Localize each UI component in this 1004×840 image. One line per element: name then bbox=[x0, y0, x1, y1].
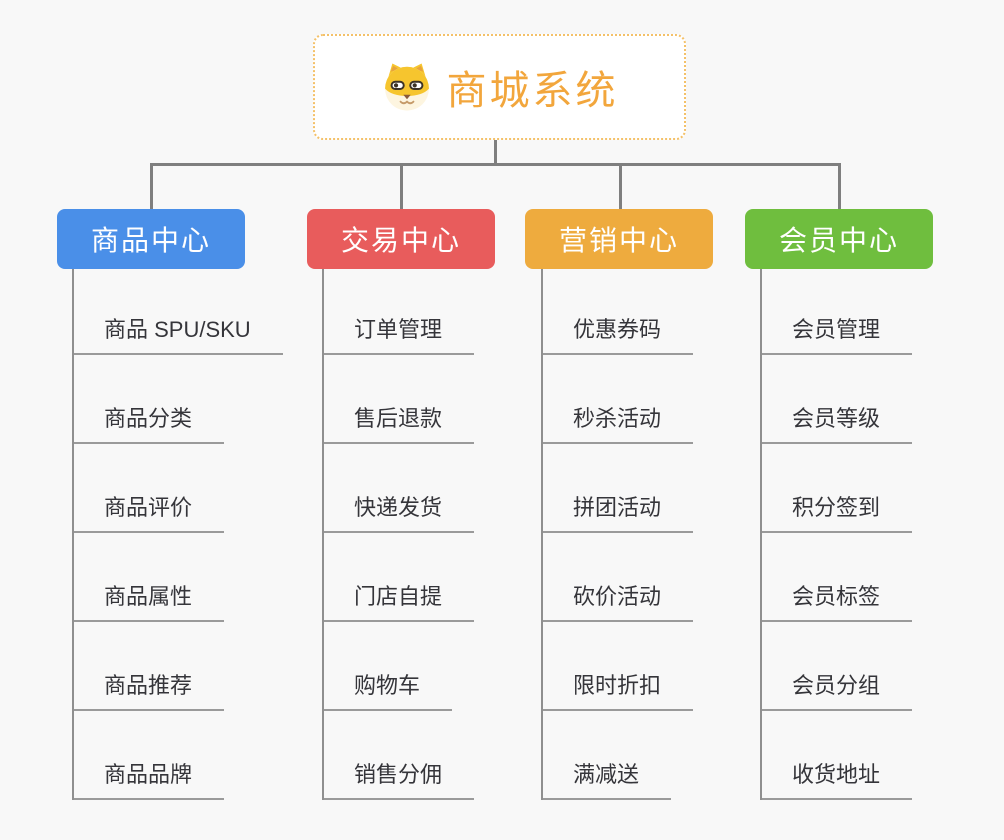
child-node[interactable]: 商品品牌 bbox=[74, 760, 225, 800]
root-title: 商城系统 bbox=[446, 69, 619, 113]
child-column-product-center: 商品 SPU/SKU 商品分类 商品评价 商品属性 商品推荐 商品品牌 bbox=[72, 269, 283, 800]
branch-node-member-center[interactable]: 会员中心 bbox=[745, 209, 933, 269]
child-node[interactable]: 会员管理 bbox=[762, 315, 913, 355]
child-node[interactable]: 快递发货 bbox=[324, 493, 475, 533]
connector-drop-products bbox=[150, 163, 153, 210]
child-node[interactable]: 拼团活动 bbox=[543, 493, 694, 533]
child-node[interactable]: 门店自提 bbox=[324, 582, 475, 622]
child-node[interactable]: 限时折扣 bbox=[543, 671, 694, 711]
branch-node-trade-center[interactable]: 交易中心 bbox=[307, 209, 495, 269]
child-node[interactable]: 商品属性 bbox=[74, 582, 225, 622]
child-node[interactable]: 商品评价 bbox=[74, 493, 225, 533]
child-node[interactable]: 砍价活动 bbox=[543, 582, 694, 622]
child-node[interactable]: 会员等级 bbox=[762, 404, 913, 444]
child-node[interactable]: 会员分组 bbox=[762, 671, 913, 711]
branch-node-product-center[interactable]: 商品中心 bbox=[57, 209, 245, 269]
child-node[interactable]: 售后退款 bbox=[324, 404, 475, 444]
child-column-marketing-center: 优惠券码 秒杀活动 拼团活动 砍价活动 限时折扣 满减送 bbox=[541, 269, 694, 800]
child-node[interactable]: 秒杀活动 bbox=[543, 404, 694, 444]
child-node[interactable]: 商品 SPU/SKU bbox=[74, 315, 283, 355]
connector-drop-members bbox=[838, 163, 841, 210]
child-node[interactable]: 订单管理 bbox=[324, 315, 475, 355]
child-column-member-center: 会员管理 会员等级 积分签到 会员标签 会员分组 收货地址 bbox=[760, 269, 913, 800]
root-node[interactable]: 商城系统 bbox=[313, 34, 686, 140]
connector-root-stem bbox=[494, 140, 497, 166]
child-column-trade-center: 订单管理 售后退款 快递发货 门店自提 购物车 销售分佣 bbox=[322, 269, 475, 800]
connector-drop-marketing bbox=[619, 163, 622, 210]
child-node[interactable]: 收货地址 bbox=[762, 760, 913, 800]
child-node[interactable]: 销售分佣 bbox=[324, 760, 475, 800]
child-node[interactable]: 满减送 bbox=[543, 760, 672, 800]
child-node[interactable]: 积分签到 bbox=[762, 493, 913, 533]
child-node[interactable]: 商品推荐 bbox=[74, 671, 225, 711]
child-node[interactable]: 商品分类 bbox=[74, 404, 225, 444]
child-node[interactable]: 会员标签 bbox=[762, 582, 913, 622]
connector-bus bbox=[150, 163, 841, 166]
connector-drop-trade bbox=[400, 163, 403, 210]
branch-node-marketing-center[interactable]: 营销中心 bbox=[525, 209, 713, 269]
dog-face-icon bbox=[381, 61, 433, 113]
child-node[interactable]: 购物车 bbox=[324, 671, 453, 711]
child-node[interactable]: 优惠券码 bbox=[543, 315, 694, 355]
